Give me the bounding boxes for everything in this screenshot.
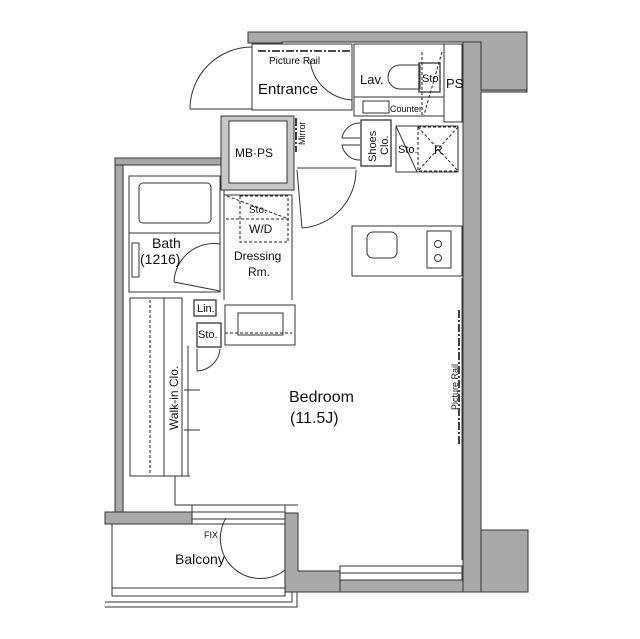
label-counter: Counter bbox=[390, 104, 422, 114]
label-walkin-closet: Walk-in Clo. bbox=[167, 366, 181, 430]
entrance-area bbox=[189, 43, 353, 111]
bath-area bbox=[128, 175, 221, 293]
label-shoes: Shoes bbox=[367, 130, 379, 162]
room-labels: Picture Rail Entrance Lav. Sto. PS Count… bbox=[140, 56, 464, 567]
label-linen: Lin. bbox=[197, 303, 215, 315]
label-bath-size: (1216) bbox=[140, 251, 180, 267]
label-shoes-clo: Clo. bbox=[379, 135, 391, 155]
label-bedroom-size: (11.5J) bbox=[290, 410, 339, 427]
label-dressing: Dressing bbox=[234, 249, 281, 263]
mbps-area bbox=[228, 118, 297, 184]
shoes-sto-r-area bbox=[341, 119, 459, 173]
label-fix: FIX bbox=[204, 530, 218, 540]
kitchen-counter bbox=[351, 225, 463, 277]
label-balcony: Balcony bbox=[175, 551, 225, 567]
balcony-area bbox=[105, 504, 298, 608]
label-bath: Bath bbox=[152, 235, 181, 251]
label-picture-rail-top: Picture Rail bbox=[269, 56, 320, 67]
label-storage-lav: Sto. bbox=[422, 73, 442, 85]
label-entrance: Entrance bbox=[258, 81, 318, 98]
lavatory-area bbox=[353, 43, 463, 123]
label-storage-top: Sto. bbox=[398, 144, 418, 156]
linen-storage-area bbox=[193, 299, 296, 372]
label-washer-dryer: W/D bbox=[249, 222, 273, 236]
dressing-area bbox=[223, 190, 293, 300]
label-storage-small: Sto. bbox=[198, 329, 218, 341]
label-bedroom: Bedroom bbox=[289, 389, 354, 406]
label-refrigerator: R bbox=[434, 143, 443, 157]
label-dressing-rm: Rm. bbox=[248, 265, 270, 279]
walkin-closet-area bbox=[129, 297, 298, 506]
label-lavatory: Lav. bbox=[360, 72, 384, 87]
label-storage-wd: Sto. bbox=[249, 205, 267, 216]
bedroom-area bbox=[339, 278, 463, 581]
label-picture-rail-right: Picture Rail bbox=[450, 364, 460, 410]
label-mirror: Mirror bbox=[297, 122, 307, 146]
label-ps: PS bbox=[446, 76, 464, 91]
structural-walls bbox=[104, 31, 529, 593]
hall-door bbox=[296, 167, 357, 229]
label-mbps: MB·PS bbox=[235, 146, 273, 160]
